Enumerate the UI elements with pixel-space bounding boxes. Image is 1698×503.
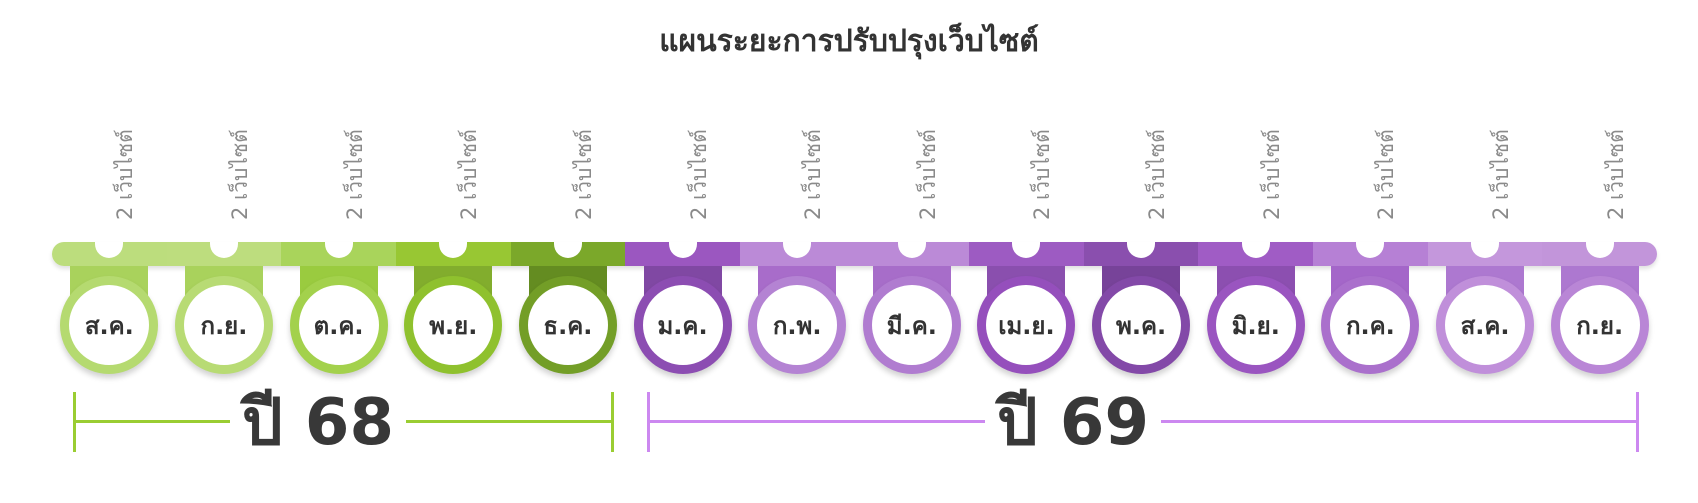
bar-notch (897, 242, 926, 258)
bar-notch (324, 242, 353, 258)
website-count: 2 เว็บไซต์ (1603, 129, 1628, 220)
month-circle: ม.ค. (633, 276, 732, 374)
month-circle: ธ.ค. (518, 276, 617, 374)
month-label: มิ.ย. (1215, 285, 1296, 365)
month-label: ส.ค. (69, 285, 150, 365)
month-item: 2 เว็บไซต์ มิ.ย. (1199, 0, 1313, 503)
month-item: 2 เว็บไซต์ ม.ค. (626, 0, 740, 503)
month-item: 2 เว็บไซต์ ส.ค. (52, 0, 166, 503)
month-label: ธ.ค. (527, 285, 608, 365)
month-label: มี.ค. (871, 285, 952, 365)
year-label: ปี 68 (230, 386, 406, 460)
bar-notch (209, 242, 238, 258)
bar-notch (1012, 242, 1041, 258)
month-circle: ก.ย. (1550, 276, 1649, 374)
website-count: 2 เว็บไซต์ (915, 129, 940, 220)
bar-notch (783, 242, 812, 258)
website-count: 2 เว็บไซต์ (1489, 129, 1514, 220)
span-end-tick (611, 392, 614, 452)
month-label: ต.ค. (298, 285, 379, 365)
year-label: ปี 69 (985, 386, 1161, 460)
month-label: ม.ค. (642, 285, 723, 365)
month-circle: เม.ย. (977, 276, 1076, 374)
month-label: พ.ค. (1101, 285, 1182, 365)
website-count: 2 เว็บไซต์ (1259, 129, 1284, 220)
website-count: 2 เว็บไซต์ (1030, 129, 1055, 220)
bar-notch (553, 242, 582, 258)
website-count: 2 เว็บไซต์ (457, 129, 482, 220)
month-label: ก.พ. (757, 285, 838, 365)
month-circle: พ.ค. (1092, 276, 1191, 374)
website-count: 2 เว็บไซต์ (686, 129, 711, 220)
website-count: 2 เว็บไซต์ (227, 129, 252, 220)
month-item: 2 เว็บไซต์ พ.ค. (1084, 0, 1198, 503)
bar-notch (1241, 242, 1270, 258)
month-circle: มี.ค. (862, 276, 961, 374)
bar-notch (668, 242, 697, 258)
month-circle: พ.ย. (404, 276, 503, 374)
month-item: 2 เว็บไซต์ เม.ย. (969, 0, 1083, 503)
month-item: 2 เว็บไซต์ พ.ย. (396, 0, 510, 503)
month-item: 2 เว็บไซต์ ก.ย. (167, 0, 281, 503)
website-count: 2 เว็บไซต์ (1145, 129, 1170, 220)
month-circle: ก.ค. (1321, 276, 1420, 374)
website-count: 2 เว็บไซต์ (1374, 129, 1399, 220)
month-item: 2 เว็บไซต์ ก.พ. (740, 0, 854, 503)
bar-notch (95, 242, 124, 258)
month-item: 2 เว็บไซต์ ธ.ค. (511, 0, 625, 503)
website-count: 2 เว็บไซต์ (801, 129, 826, 220)
month-circle: ก.พ. (748, 276, 847, 374)
bar-notch (1356, 242, 1385, 258)
website-count: 2 เว็บไซต์ (113, 129, 138, 220)
month-label: พ.ย. (413, 285, 494, 365)
month-circle: ก.ย. (174, 276, 273, 374)
month-label: ก.ย. (1559, 285, 1640, 365)
bar-notch (1127, 242, 1156, 258)
month-item: 2 เว็บไซต์ มี.ค. (855, 0, 969, 503)
diagram-title: แผนระยะการปรับปรุงเว็บไซต์ (659, 24, 1039, 59)
span-end-tick (1636, 392, 1639, 452)
month-label: ก.ค. (1330, 285, 1411, 365)
month-label: เม.ย. (986, 285, 1067, 365)
month-item: 2 เว็บไซต์ ก.ค. (1313, 0, 1427, 503)
month-item: 2 เว็บไซต์ ต.ค. (282, 0, 396, 503)
website-count: 2 เว็บไซต์ (342, 129, 367, 220)
month-circle: ส.ค. (60, 276, 159, 374)
bar-notch (1471, 242, 1500, 258)
month-label: ก.ย. (183, 285, 264, 365)
month-circle: มิ.ย. (1206, 276, 1305, 374)
bar-notch (1585, 242, 1614, 258)
month-item: 2 เว็บไซต์ ส.ค. (1428, 0, 1542, 503)
month-circle: ส.ค. (1436, 276, 1535, 374)
month-item: 2 เว็บไซต์ ก.ย. (1543, 0, 1657, 503)
month-label: ส.ค. (1445, 285, 1526, 365)
website-count: 2 เว็บไซต์ (571, 129, 596, 220)
month-circle: ต.ค. (289, 276, 388, 374)
bar-notch (439, 242, 468, 258)
